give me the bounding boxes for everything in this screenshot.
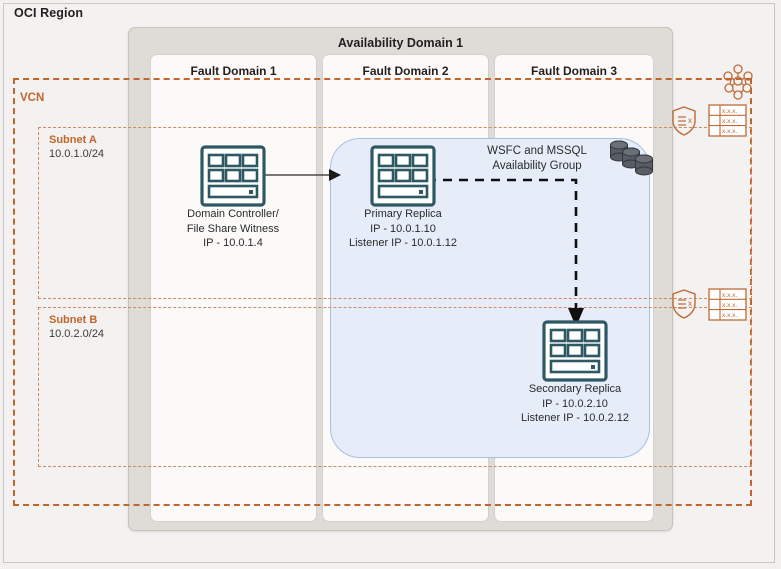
svg-text:x.x.x.: x.x.x.: [722, 302, 738, 309]
svg-text:x.x.x.: x.x.x.: [722, 312, 738, 319]
caption-line-1: Secondary Replica: [528, 383, 622, 395]
svg-text:x: x: [688, 116, 692, 125]
caption-line-3: Listener IP - 10.0.1.12: [348, 237, 458, 249]
caption-line-1: Domain Controller/: [187, 208, 279, 220]
svg-text:x: x: [688, 299, 692, 308]
fault-domain-1-title: Fault Domain 1: [190, 64, 277, 78]
svg-text:x.x.x.: x.x.x.: [722, 292, 738, 299]
vcn-label: VCN: [20, 92, 45, 104]
fault-domain-1: Fault Domain 1: [150, 54, 317, 522]
route-table-icon-2[interactable]: x.x.x. x.x.x. x.x.x.: [708, 288, 748, 322]
caption-line-3: Listener IP - 10.0.2.12: [520, 412, 630, 424]
connector-dc-to-primary: [255, 169, 341, 181]
svg-text:x.x.x.: x.x.x.: [722, 118, 738, 125]
caption-line-2: IP - 10.0.1.10: [370, 222, 436, 235]
node-domain-controller[interactable]: Domain Controller/ File Share Witness IP…: [163, 145, 303, 251]
subnet-b-name: Subnet B: [49, 314, 98, 326]
subnet-b-label: Subnet B 10.0.2.0/24: [49, 313, 104, 341]
connector-primary-to-secondary: [427, 178, 584, 327]
caption-line-1: Primary Replica: [364, 208, 442, 220]
availability-group-title: WSFC and MSSQL Availability Group: [462, 144, 612, 174]
node-secondary-replica-caption: Secondary Replica IP - 10.0.2.10 Listene…: [505, 382, 645, 426]
database-cluster-icon: [610, 140, 653, 176]
shield-list-icon[interactable]: x: [671, 106, 697, 136]
svg-text:x.x.x.: x.x.x.: [722, 128, 738, 135]
oci-region-title: OCI Region: [14, 6, 84, 20]
availability-group-title-line1: WSFC and MSSQL: [487, 145, 587, 157]
subnet-a-name: Subnet A: [49, 134, 97, 146]
caption-line-2: IP - 10.0.2.10: [542, 397, 608, 410]
subnet-a-label: Subnet A 10.0.1.0/24: [49, 133, 104, 161]
node-secondary-replica[interactable]: Secondary Replica IP - 10.0.2.10 Listene…: [505, 320, 645, 426]
node-domain-controller-caption: Domain Controller/ File Share Witness IP…: [163, 207, 303, 251]
fault-domain-3-title: Fault Domain 3: [530, 64, 617, 78]
server-icon: [370, 145, 436, 207]
node-primary-replica-caption: Primary Replica IP - 10.0.1.10 Listener …: [333, 207, 473, 251]
subnet-b-boundary: [38, 307, 752, 467]
svg-text:x.x.x.: x.x.x.: [722, 108, 738, 115]
node-primary-replica[interactable]: Primary Replica IP - 10.0.1.10 Listener …: [333, 145, 473, 251]
fault-domain-2-title: Fault Domain 2: [362, 64, 449, 78]
server-icon: [200, 145, 266, 207]
subnet-a-boundary: [38, 127, 752, 299]
network-cluster-icon[interactable]: [718, 63, 758, 103]
caption-line-2: File Share Witness: [186, 222, 280, 235]
route-table-icon[interactable]: x.x.x. x.x.x. x.x.x.: [708, 104, 748, 138]
subnet-a-cidr: 10.0.1.0/24: [49, 148, 105, 160]
subnet-b-cidr: 10.0.2.0/24: [49, 328, 105, 340]
availability-domain-title: Availability Domain 1: [337, 36, 464, 50]
availability-group-title-line2: Availability Group: [492, 160, 582, 172]
shield-list-icon-2[interactable]: x: [671, 289, 697, 319]
caption-line-3: IP - 10.0.1.4: [203, 237, 263, 249]
server-icon: [542, 320, 608, 382]
